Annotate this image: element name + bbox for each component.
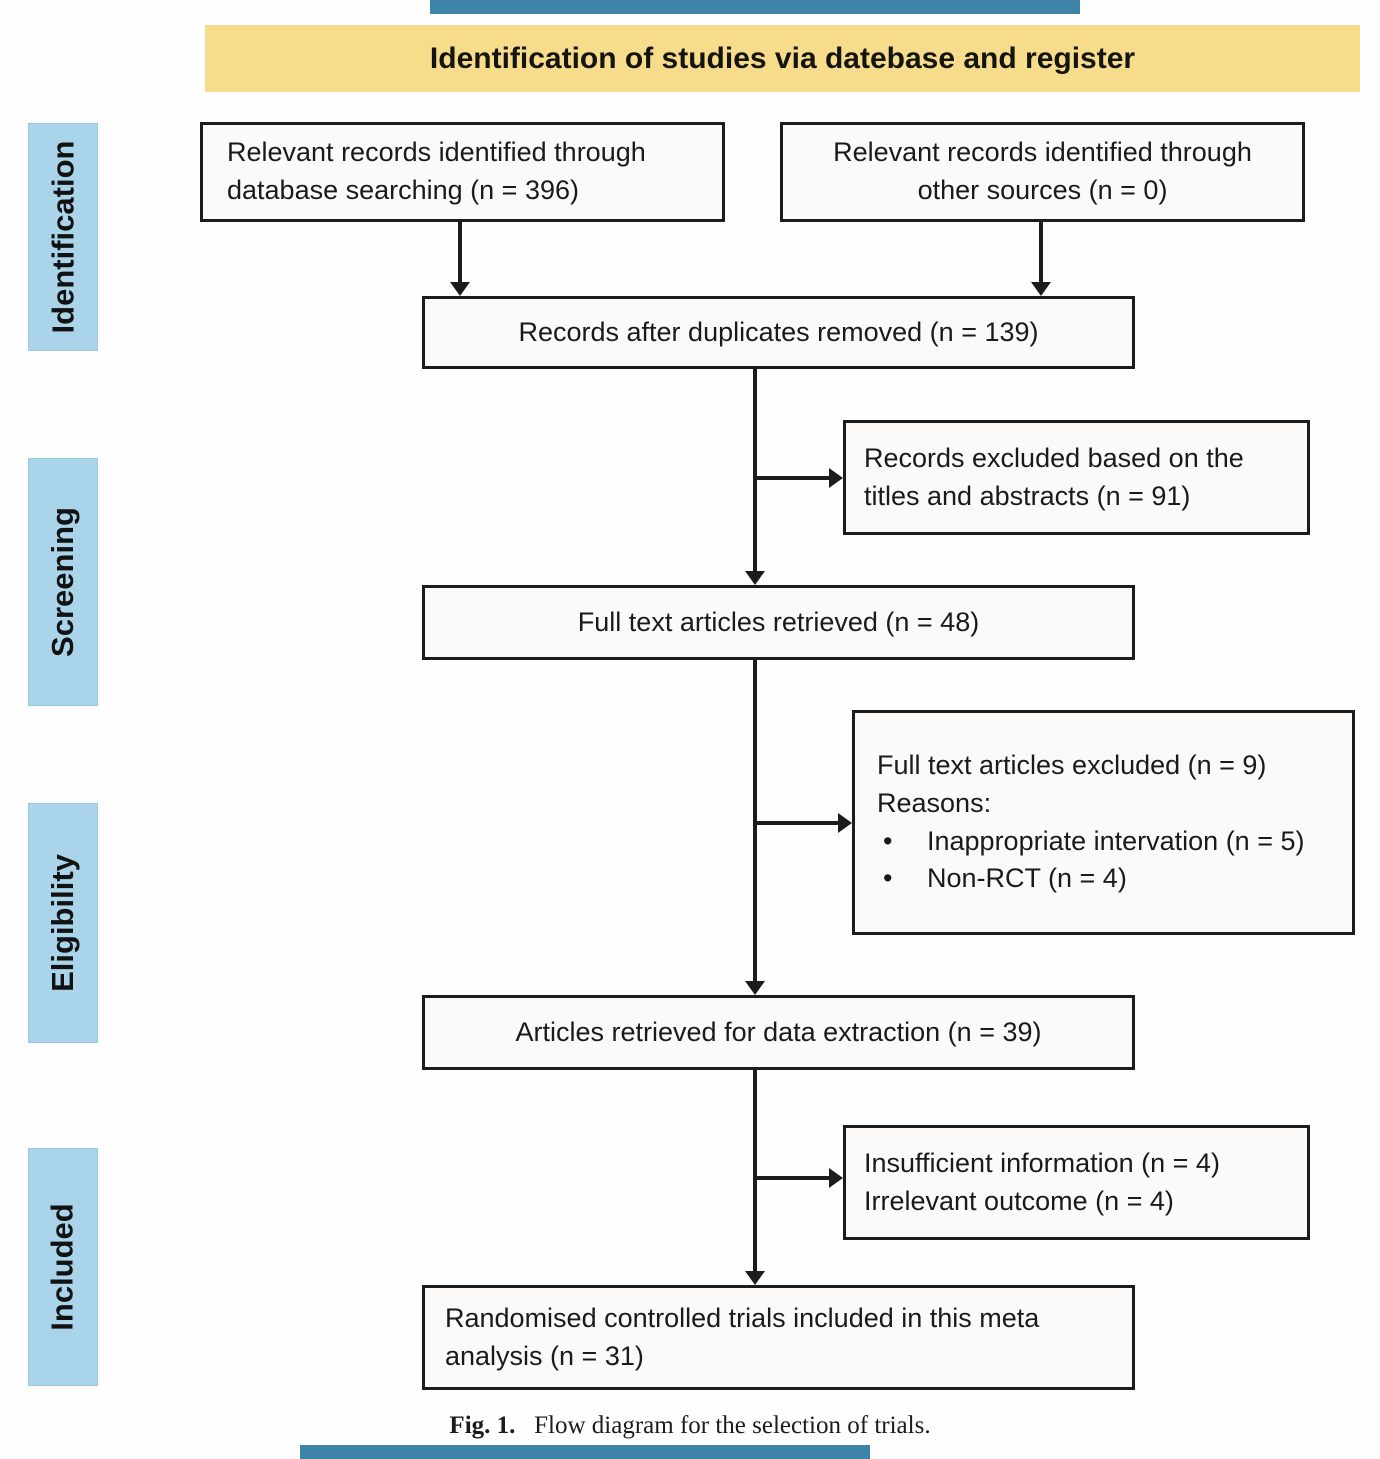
arrowhead-down-icon xyxy=(745,571,765,585)
flow-box-full-text-retrieved: Full text articles retrieved (n = 48) xyxy=(422,585,1135,660)
reason-item: • Non-RCT (n = 4) xyxy=(877,860,1352,898)
box-text: titles and abstracts (n = 91) xyxy=(864,480,1191,511)
connector-duplicates-to-fulltext-line xyxy=(753,369,757,573)
flow-box-database-search: Relevant records identified through data… xyxy=(200,122,725,222)
box-text: database searching (n = 396) xyxy=(227,175,579,205)
reason-item: • Inappropriate intervation (n = 5) xyxy=(877,823,1352,861)
arrowhead-down-icon xyxy=(450,282,470,296)
stage-text-included: Included xyxy=(45,1203,81,1331)
flow-box-duplicates-removed: Records after duplicates removed (n = 13… xyxy=(422,296,1135,369)
box-text: Relevant records identified through xyxy=(833,137,1252,168)
diagram-title: Identification of studies via datebase a… xyxy=(429,41,1136,75)
connector-dbsearch-to-duplicates-line xyxy=(458,222,462,284)
flow-box-included-trials: Randomised controlled trials included in… xyxy=(422,1285,1135,1390)
branch-to-post-extraction-excluded-line xyxy=(755,1176,829,1180)
box-text: Full text articles retrieved (n = 48) xyxy=(577,606,980,637)
flow-box-other-sources: Relevant records identified through othe… xyxy=(780,122,1305,222)
flow-box-data-extraction: Articles retrieved for data extraction (… xyxy=(422,995,1135,1070)
box-text: analysis (n = 31) xyxy=(445,1340,644,1371)
arrowhead-right-icon xyxy=(829,1168,843,1188)
box-text: Inappropriate intervation (n = 5) xyxy=(927,825,1305,856)
box-text: Articles retrieved for data extraction (… xyxy=(515,1016,1042,1047)
box-text: Records excluded based on the xyxy=(864,442,1244,473)
arrowhead-down-icon xyxy=(745,1271,765,1285)
figure-caption: Fig. 1. Flow diagram for the selection o… xyxy=(0,1412,1380,1440)
caption-text: Flow diagram for the selection of trials… xyxy=(534,1412,931,1439)
bullet-icon: • xyxy=(883,863,893,894)
arrowhead-down-icon xyxy=(1031,282,1051,296)
box-text: Irrelevant outcome (n = 4) xyxy=(864,1185,1174,1216)
flow-box-post-extraction-excluded: Insufficient information (n = 4) Irrelev… xyxy=(843,1125,1310,1240)
arrowhead-right-icon xyxy=(838,813,852,833)
branch-to-fulltext-excluded-line xyxy=(755,821,838,825)
stage-text-identification: Identification xyxy=(45,140,81,334)
box-text: Relevant records identified through xyxy=(227,137,646,168)
branch-to-records-excluded-line xyxy=(755,476,829,480)
caption-label: Fig. 1. xyxy=(449,1412,516,1439)
box-text: Full text articles excluded (n = 9) xyxy=(877,749,1267,780)
stage-text-screening: Screening xyxy=(45,507,81,657)
flow-box-full-text-excluded: Full text articles excluded (n = 9) Reas… xyxy=(852,710,1355,935)
box-text: Randomised controlled trials included in… xyxy=(445,1302,1040,1333)
box-text: Insufficient information (n = 4) xyxy=(864,1147,1220,1178)
box-text: other sources (n = 0) xyxy=(917,175,1168,205)
connector-extraction-to-included-line xyxy=(753,1070,757,1273)
diagram-header-banner: Identification of studies via datebase a… xyxy=(205,25,1360,92)
stage-label-identification: Identification xyxy=(28,123,98,351)
stage-text-eligibility: Eligibility xyxy=(45,854,81,992)
bottom-edge-decorative-bar xyxy=(300,1445,870,1459)
stage-label-included: Included xyxy=(28,1148,98,1386)
box-text: Records after duplicates removed (n = 13… xyxy=(518,316,1039,347)
stage-label-eligibility: Eligibility xyxy=(28,803,98,1043)
flow-box-records-excluded: Records excluded based on the titles and… xyxy=(843,420,1310,535)
bullet-icon: • xyxy=(883,825,893,856)
box-text: Non-RCT (n = 4) xyxy=(927,863,1127,894)
arrowhead-right-icon xyxy=(829,468,843,488)
connector-othersources-to-duplicates-line xyxy=(1039,222,1043,284)
arrowhead-down-icon xyxy=(745,981,765,995)
box-text: Reasons: xyxy=(877,787,992,818)
stage-label-screening: Screening xyxy=(28,458,98,706)
top-edge-decorative-bar xyxy=(430,0,1080,14)
